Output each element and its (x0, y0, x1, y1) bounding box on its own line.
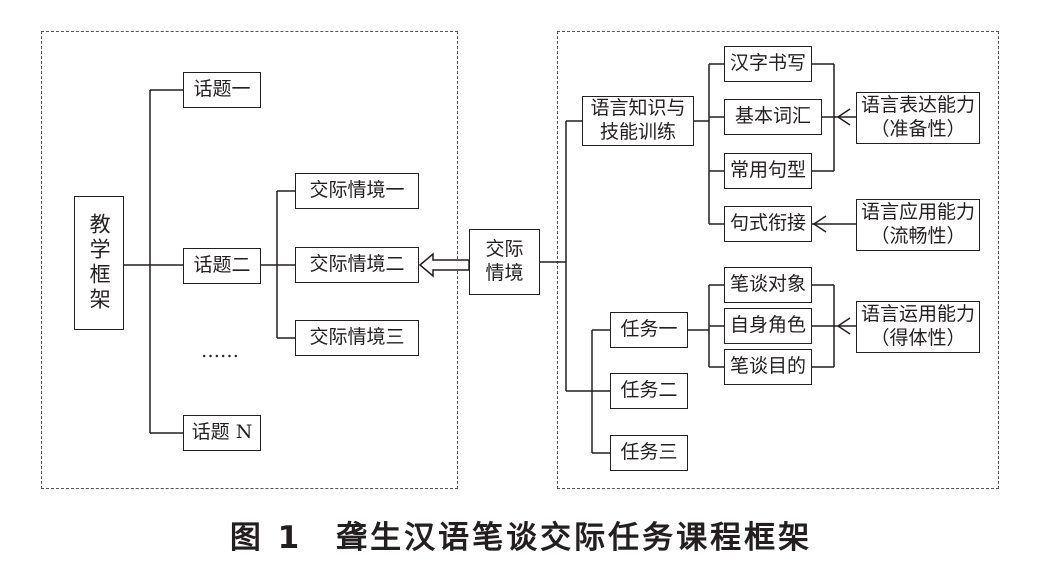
task-2: 任务二 (610, 373, 688, 409)
topic-n: 话题 N (183, 415, 261, 451)
task-3: 任务三 (610, 435, 688, 471)
topic-2: 话题二 (183, 248, 261, 284)
task-item-target: 笔谈对象 (724, 267, 812, 303)
task-1: 任务一 (610, 312, 688, 348)
topic-ellipsis: …… (201, 340, 239, 362)
topic-1: 话题一 (183, 72, 261, 108)
communicative-context-center: 交际 情境 (469, 229, 540, 295)
ability-usage: 语言运用能力 （得体性） (856, 301, 980, 353)
context-1: 交际情境一 (295, 173, 419, 209)
skill-character-writing: 汉字书写 (724, 46, 812, 82)
skill-basic-vocabulary: 基本词汇 (724, 99, 822, 135)
task-item-role: 自身角色 (724, 308, 812, 344)
skill-sentence-cohesion: 句式衔接 (724, 206, 812, 242)
context-2: 交际情境二 (295, 247, 419, 283)
knowledge-skills-training: 语言知识与 技能训练 (582, 96, 694, 146)
right-panel (557, 31, 999, 489)
skill-common-sentences: 常用句型 (724, 153, 812, 189)
task-item-purpose: 笔谈目的 (724, 349, 812, 385)
root-teaching-framework: 教学框架 (74, 196, 124, 330)
ability-expression: 语言表达能力 （准备性） (856, 92, 980, 144)
figure-caption: 图 1 聋生汉语笔谈交际任务课程框架 (229, 520, 813, 556)
ability-application: 语言应用能力 （流畅性） (856, 199, 980, 251)
context-3: 交际情境三 (295, 320, 419, 356)
